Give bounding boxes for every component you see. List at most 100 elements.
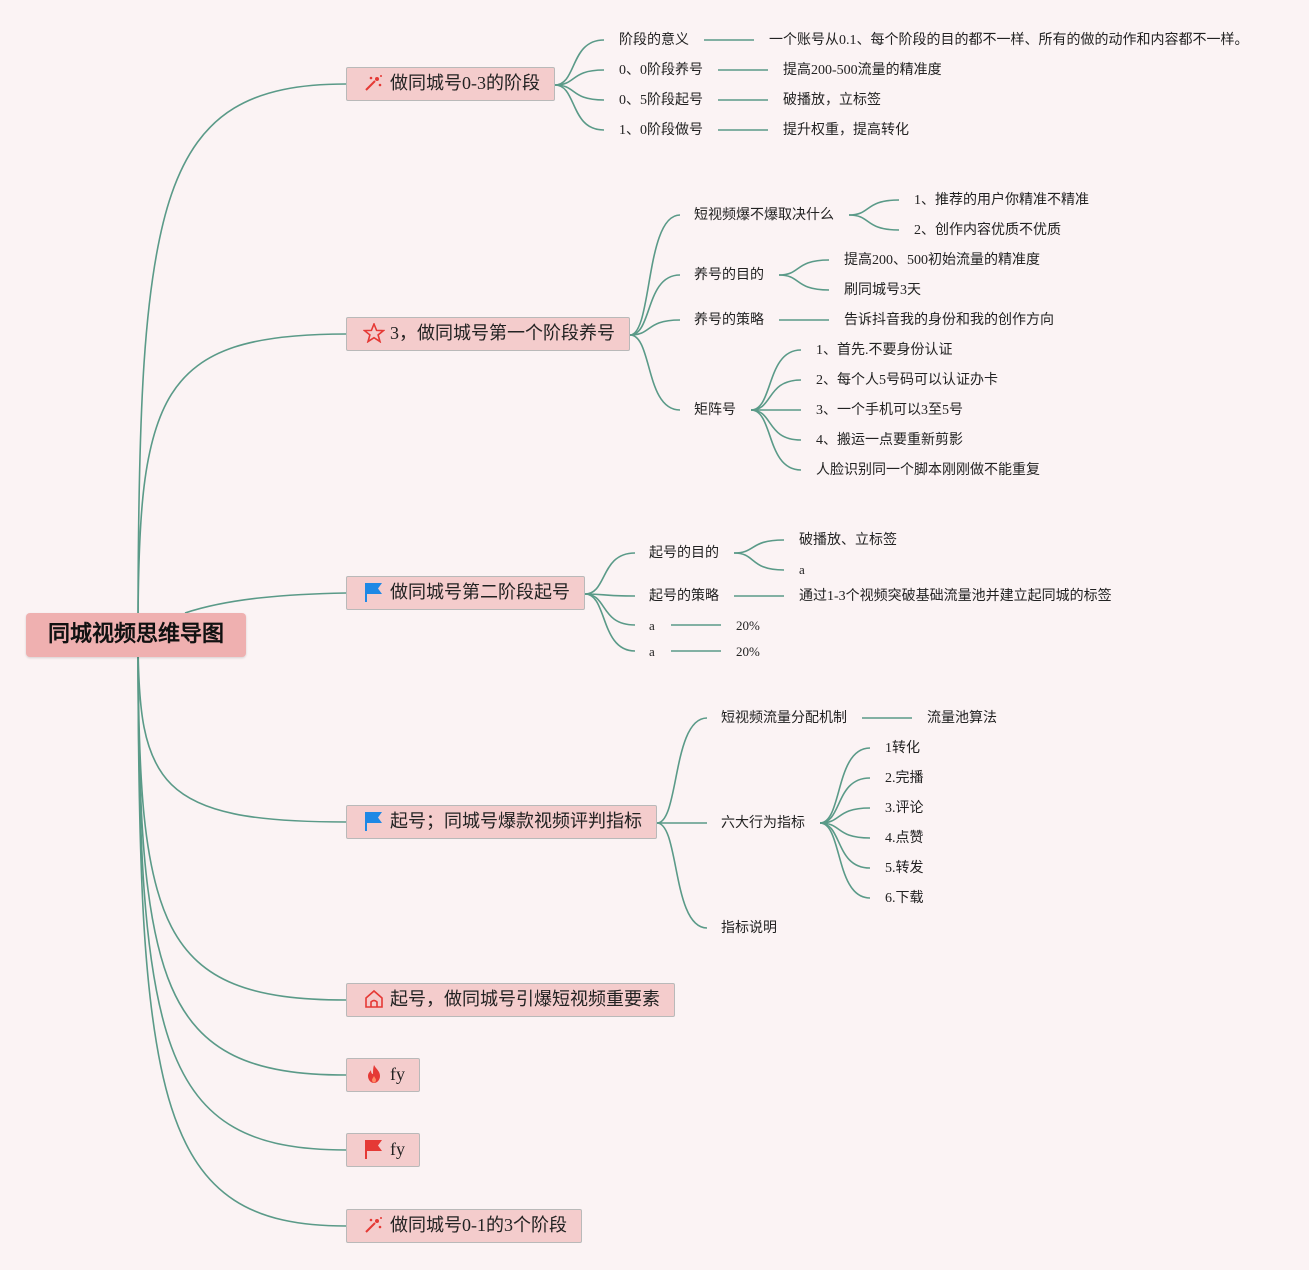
branch-node-key-elements[interactable]: 起号，做同城号引爆短视频重要素 xyxy=(346,983,675,1017)
detail-matrix-1[interactable]: 1、首先.不要身份认证 xyxy=(816,343,953,358)
detail-matrix-2[interactable]: 2、每个人5号码可以认证办卡 xyxy=(816,373,998,388)
connector-line-21 xyxy=(848,214,900,231)
branch-node-stage-two[interactable]: 做同城号第二阶段起号 xyxy=(346,576,585,610)
branch-label: 做同城号0-1的3个阶段 xyxy=(390,1215,567,1235)
subtopic-a-2[interactable]: a xyxy=(649,644,655,659)
branch-node-stage-one[interactable]: 3，做同城号第一个阶段养号 xyxy=(346,317,630,351)
connector-line-47 xyxy=(819,822,871,869)
detail-20-percent-1[interactable]: 20% xyxy=(736,618,760,633)
subtopic-stage-0-0[interactable]: 0、0阶段养号 xyxy=(619,63,703,78)
subtopic-what-decides[interactable]: 短视频爆不爆取决什么 xyxy=(694,208,834,223)
root-connector-7 xyxy=(137,634,347,1227)
subtopic-launch-strategy[interactable]: 起号的策略 xyxy=(649,589,719,604)
detail-break-views[interactable]: 破播放、立标签 xyxy=(799,533,897,548)
flag-blue-icon xyxy=(363,811,385,831)
connector-line-43 xyxy=(819,747,871,824)
detail-a[interactable]: a xyxy=(799,562,805,577)
connector-line-30 xyxy=(584,552,636,595)
root-connector-5 xyxy=(137,634,347,1076)
branch-node-stages-0-1[interactable]: 做同城号0-1的3个阶段 xyxy=(346,1209,582,1243)
detail-content-quality[interactable]: 2、创作内容优质不优质 xyxy=(914,223,1061,238)
subtopic-matrix-accounts[interactable]: 矩阵号 xyxy=(694,403,736,418)
subtopic-a-1[interactable]: a xyxy=(649,618,655,633)
detail-20-percent-2[interactable]: 20% xyxy=(736,644,760,659)
branch-label: 起号，做同城号引爆短视频重要素 xyxy=(390,989,660,1009)
detail-stage-1-0[interactable]: 提升权重，提高转化 xyxy=(783,123,909,138)
branch-label: 做同城号第二阶段起号 xyxy=(390,582,570,602)
branch-label: 3，做同城号第一个阶段养号 xyxy=(390,323,615,343)
home-icon xyxy=(363,989,385,1009)
detail-break-pool[interactable]: 通过1-3个视频突破基础流量池并建立起同城的标签 xyxy=(799,589,1112,604)
detail-stage-0-5[interactable]: 破播放，立标签 xyxy=(783,93,881,108)
fire-icon xyxy=(363,1064,385,1084)
detail-metric-likes[interactable]: 4.点赞 xyxy=(885,831,924,846)
branch-label: 做同城号0-3的阶段 xyxy=(390,73,540,93)
subtopic-six-metrics[interactable]: 六大行为指标 xyxy=(721,816,805,831)
connector-line-28 xyxy=(750,409,802,441)
connector-line-25 xyxy=(750,349,802,411)
subtopic-metric-notes[interactable]: 指标说明 xyxy=(721,921,777,936)
connector-line-22 xyxy=(778,259,830,276)
branch-node-stages-0-3[interactable]: 做同城号0-3的阶段 xyxy=(346,67,555,101)
connector-line-23 xyxy=(778,274,830,291)
branch-node-fy-fire[interactable]: fy xyxy=(346,1058,420,1092)
branch-label: fy xyxy=(390,1139,405,1159)
connector-line-29 xyxy=(750,409,802,471)
detail-matrix-3[interactable]: 3、一个手机可以3至5号 xyxy=(816,403,963,418)
root-connector-4 xyxy=(137,634,347,1001)
detail-metric-shares[interactable]: 5.转发 xyxy=(885,861,924,876)
detail-matrix-5[interactable]: 人脸识别同一个脚本刚刚做不能重复 xyxy=(816,463,1040,478)
subtopic-launch-purpose[interactable]: 起号的目的 xyxy=(649,546,719,561)
branch-node-fy-flag[interactable]: fy xyxy=(346,1133,420,1167)
root-connector-2 xyxy=(184,592,347,614)
sparkle-icon xyxy=(363,73,385,93)
star-icon xyxy=(363,323,385,343)
connector-line-18 xyxy=(629,319,681,336)
connector-line-39 xyxy=(656,717,708,824)
branch-node-viral-metrics[interactable]: 起号；同城号爆款视频评判指标 xyxy=(346,805,657,839)
connector-line-16 xyxy=(629,214,681,336)
connector-line-33 xyxy=(584,593,636,652)
subtopic-nurture-purpose[interactable]: 养号的目的 xyxy=(694,268,764,283)
detail-user-precision[interactable]: 1、推荐的用户你精准不精准 xyxy=(914,193,1089,208)
sparkle-icon xyxy=(363,1215,385,1235)
branch-label: fy xyxy=(390,1064,405,1084)
connector-line-19 xyxy=(629,334,681,411)
detail-stage-meaning[interactable]: 一个账号从0.1、每个阶段的目的都不一样、所有的做的动作和内容都不一样。 xyxy=(769,33,1249,48)
subtopic-traffic-distribution[interactable]: 短视频流量分配机制 xyxy=(721,711,847,726)
connector-line-26 xyxy=(750,379,802,411)
detail-tell-identity[interactable]: 告诉抖音我的身份和我的创作方向 xyxy=(844,313,1054,328)
detail-metric-completion[interactable]: 2.完播 xyxy=(885,771,924,786)
root-connector-6 xyxy=(137,634,347,1151)
detail-metric-comments[interactable]: 3.评论 xyxy=(885,801,924,816)
detail-metric-conversion[interactable]: 1转化 xyxy=(885,741,920,756)
connector-line-44 xyxy=(819,777,871,824)
subtopic-stage-1-0[interactable]: 1、0阶段做号 xyxy=(619,123,703,138)
connector-line-11 xyxy=(554,84,605,131)
connector-line-32 xyxy=(584,593,636,626)
detail-stage-0-0[interactable]: 提高200-500流量的精准度 xyxy=(783,63,942,78)
connector-line-8 xyxy=(554,39,605,86)
root-connector-1 xyxy=(137,333,347,636)
branch-label: 起号；同城号爆款视频评判指标 xyxy=(390,811,642,831)
subtopic-stage-meaning[interactable]: 阶段的意义 xyxy=(619,33,689,48)
detail-initial-traffic[interactable]: 提高200、500初始流量的精准度 xyxy=(844,253,1040,268)
detail-metric-downloads[interactable]: 6.下载 xyxy=(885,891,924,906)
detail-browse-3-days[interactable]: 刷同城号3天 xyxy=(844,283,921,298)
subtopic-nurture-strategy[interactable]: 养号的策略 xyxy=(694,313,764,328)
connector-line-34 xyxy=(733,539,785,554)
detail-traffic-pool-algorithm[interactable]: 流量池算法 xyxy=(927,711,997,726)
flag-red-icon xyxy=(363,1139,385,1159)
connector-line-35 xyxy=(733,552,785,571)
flag-blue-icon xyxy=(363,582,385,602)
connector-line-48 xyxy=(819,822,871,899)
connector-line-41 xyxy=(656,822,708,929)
subtopic-stage-0-5[interactable]: 0、5阶段起号 xyxy=(619,93,703,108)
connector-line-17 xyxy=(629,274,681,336)
root-topic[interactable]: 同城视频思维导图 xyxy=(26,613,246,657)
root-connector-0 xyxy=(137,83,347,636)
root-connector-3 xyxy=(137,634,347,823)
detail-matrix-4[interactable]: 4、搬运一点要重新剪影 xyxy=(816,433,963,448)
connector-line-20 xyxy=(848,199,900,216)
